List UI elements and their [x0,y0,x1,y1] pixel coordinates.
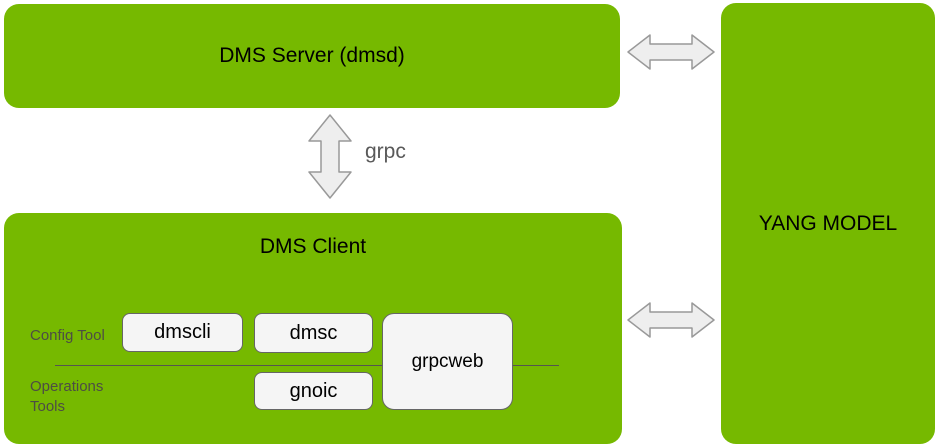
dms-client-label: DMS Client [259,235,367,258]
server-yang-double-arrow-icon [627,34,715,70]
client-yang-double-arrow-icon [627,302,715,338]
operations-tools-row-label: Operations Tools [30,378,104,415]
grpc-edge-label: grpc [365,140,406,163]
tool-grpcweb-label: grpcweb [411,350,484,372]
tool-dmsc-label: dmsc [289,321,338,344]
tool-box-grpcweb: grpcweb [382,313,513,410]
tool-box-dmscli: dmscli [122,313,243,352]
tool-box-dmsc: dmsc [254,313,373,353]
dms-server-node: DMS Server (dmsd) [4,4,620,108]
tool-dmscli-label: dmscli [154,321,211,343]
yang-model-label: YANG MODEL [758,211,898,235]
tool-box-gnoic: gnoic [254,372,373,410]
tool-rows-divider [55,365,559,366]
tool-gnoic-label: gnoic [289,379,338,402]
yang-model-node: YANG MODEL [721,3,935,444]
config-tool-row-label: Config Tool [30,327,105,344]
dms-server-label: DMS Server (dmsd) [219,44,405,67]
grpc-double-arrow-icon [308,114,352,199]
